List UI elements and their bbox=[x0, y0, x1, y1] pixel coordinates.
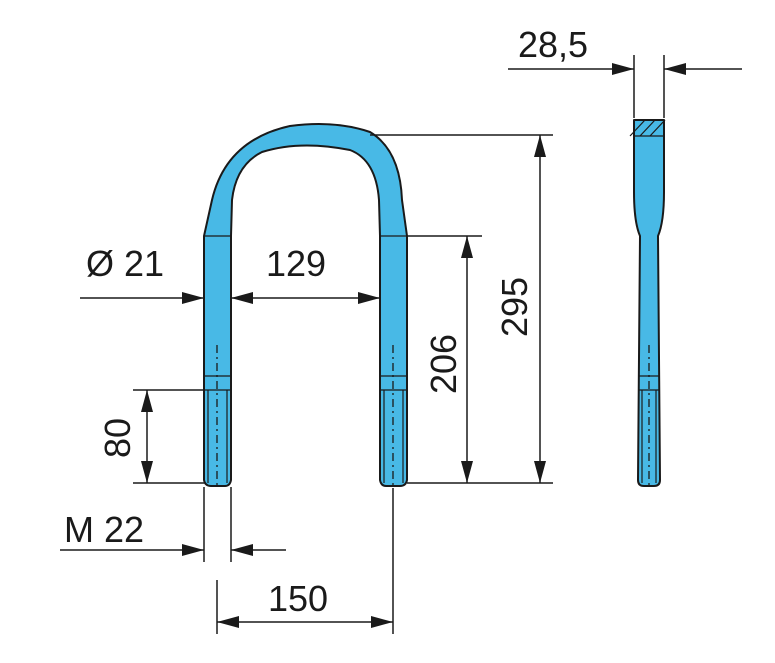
arrow-right bbox=[371, 616, 393, 628]
dim-flat-thickness: 28,5 bbox=[508, 24, 742, 118]
arrow-right bbox=[612, 63, 634, 75]
dim-label-inner-width: 129 bbox=[266, 243, 326, 284]
side-profile bbox=[633, 119, 665, 487]
dim-label-center-distance: 150 bbox=[268, 578, 328, 619]
arrow-width-right bbox=[358, 292, 380, 304]
arrow-right bbox=[182, 544, 204, 556]
arrow-up bbox=[461, 236, 473, 258]
arrow-down bbox=[461, 461, 473, 483]
arrow-diameter-left bbox=[182, 292, 204, 304]
side-hatch-1 bbox=[629, 119, 646, 137]
u-bolt-front-view bbox=[203, 123, 408, 488]
arrow-left bbox=[231, 544, 253, 556]
arrow-down bbox=[141, 461, 153, 483]
dim-overall-height: 295 bbox=[370, 134, 553, 484]
side-hatch-2 bbox=[639, 119, 656, 137]
arrow-width-left bbox=[231, 292, 253, 304]
arrow-left bbox=[217, 616, 239, 628]
dim-label-flat-thickness: 28,5 bbox=[518, 24, 588, 65]
u-bolt-body bbox=[203, 123, 408, 487]
dim-label-thread-size: M 22 bbox=[64, 509, 144, 550]
u-bolt-side-view bbox=[629, 119, 666, 488]
dim-label-leg-length: 206 bbox=[423, 334, 464, 394]
dim-label-diameter: Ø 21 bbox=[86, 243, 164, 284]
dim-leg-length: 206 bbox=[407, 235, 482, 483]
side-hatch-3 bbox=[649, 119, 666, 137]
arrow-left bbox=[664, 63, 686, 75]
arrow-up bbox=[534, 135, 546, 157]
dim-label-thread-length: 80 bbox=[97, 418, 138, 458]
dim-center-distance: 150 bbox=[216, 488, 394, 634]
arrow-down bbox=[534, 461, 546, 483]
dim-label-overall-height: 295 bbox=[494, 277, 535, 337]
dim-thread-size: M 22 bbox=[60, 487, 286, 562]
arrow-up bbox=[141, 390, 153, 412]
dim-thread-length: 80 bbox=[97, 389, 205, 484]
dim-diameter-and-width: Ø 21 129 bbox=[80, 243, 380, 304]
